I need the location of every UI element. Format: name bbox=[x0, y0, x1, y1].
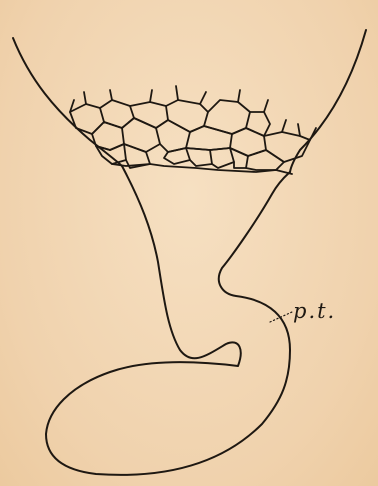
cell-layer bbox=[70, 86, 316, 174]
outer-wall-left bbox=[13, 38, 122, 166]
pollen-tube-label: p.t. bbox=[293, 299, 336, 323]
pollen-tube bbox=[46, 166, 290, 475]
outer-wall-right bbox=[290, 30, 366, 172]
label-leader bbox=[270, 312, 292, 322]
